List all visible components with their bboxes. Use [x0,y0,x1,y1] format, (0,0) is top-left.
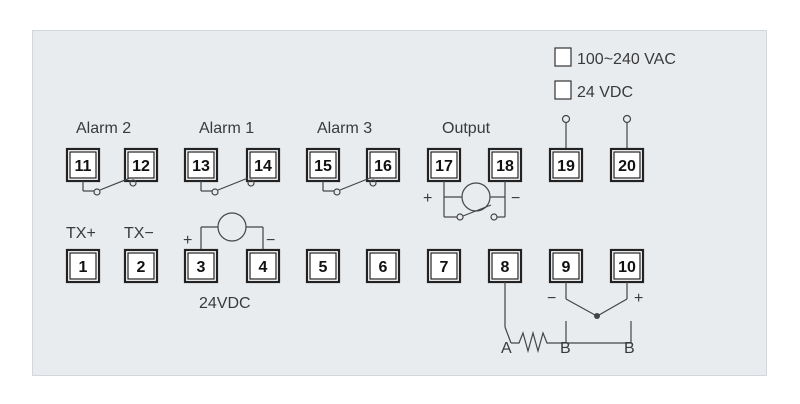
rtd-b2-label: B [624,340,635,357]
terminal-11-number: 11 [75,158,92,175]
terminal-3: 3 [183,248,219,284]
terminal-6-number: 6 [379,259,388,276]
terminal-8: 8 [487,248,523,284]
terminal-18-number: 18 [496,158,514,175]
terminal-10-number: 10 [618,259,636,276]
terminal-14-number: 14 [254,158,272,175]
terminal-20-number: 20 [618,158,636,175]
terminal-12-number: 12 [132,158,150,175]
wiring-diagram: 100~240 VAC 24 VDC Alarm 2 Alarm 1 Alarm… [65,47,676,357]
terminal-17-number: 17 [435,158,453,175]
tc-plus-sign: + [634,290,643,307]
terminal-5: 5 [305,248,341,284]
terminal-12: 12 [123,147,159,183]
terminal-6: 6 [365,248,401,284]
terminal-10: 10 [609,248,645,284]
ac-supply-checkbox [554,47,572,67]
terminal-19-number: 19 [557,158,575,175]
alarm3-relay-contact [322,177,377,196]
terminal-9-number: 9 [562,259,571,276]
alarm3-label: Alarm 3 [317,120,372,137]
terminal-4-number: 4 [259,259,268,276]
terminal-15-number: 15 [314,158,332,175]
terminal-7-number: 7 [440,259,449,276]
terminal-11: 11 [65,147,101,183]
alarm2-label: Alarm 2 [76,120,131,137]
terminal-2-number: 2 [137,259,146,276]
terminal-15: 15 [305,147,341,183]
tx-plus-label: TX+ [66,225,96,242]
output-minus-sign: − [511,190,520,207]
ac-supply-label: 100~240 VAC [577,51,676,68]
terminal-3-number: 3 [197,259,206,276]
tc-minus-sign: − [547,290,556,307]
wiring-diagram-panel: 100~240 VAC 24 VDC Alarm 2 Alarm 1 Alarm… [32,30,767,376]
output-plus-sign: + [423,190,432,207]
dc-supply-label: 24 VDC [577,84,633,101]
terminal-17: 17 [426,147,462,183]
terminal-8-number: 8 [501,259,510,276]
terminal-14: 14 [245,147,281,183]
terminal-7: 7 [426,248,462,284]
terminal-20: 20 [609,147,645,183]
terminal-13: 13 [183,147,219,183]
dc-supply-checkbox [554,80,572,100]
terminal-1: 1 [65,248,101,284]
output-label: Output [442,120,491,137]
terminal-2: 2 [123,248,159,284]
terminal-13-number: 13 [192,158,210,175]
alarm1-label: Alarm 1 [199,120,254,137]
terminal-16-number: 16 [374,158,392,175]
alarm1-relay-contact [200,177,255,196]
terminal-4: 4 [245,248,281,284]
terminal-18: 18 [487,147,523,183]
terminal-9: 9 [548,248,584,284]
terminal-16: 16 [365,147,401,183]
rtd-input [504,282,632,354]
tx-minus-label: TX− [124,225,154,242]
power-feed-connectors [561,114,632,149]
supply-minus-sign: − [266,232,275,249]
sensor-supply-circuit [200,212,264,255]
terminal-1-number: 1 [79,259,88,276]
supply-24vdc-label: 24VDC [199,295,251,312]
rtd-b1-label: B [560,340,571,357]
thermocouple-input [565,282,628,319]
rtd-a-label: A [501,340,512,357]
alarm2-relay-contact [82,177,137,196]
terminal-5-number: 5 [319,259,328,276]
terminal-19: 19 [548,147,584,183]
supply-plus-sign: + [183,232,192,249]
output-circuit [443,181,506,221]
